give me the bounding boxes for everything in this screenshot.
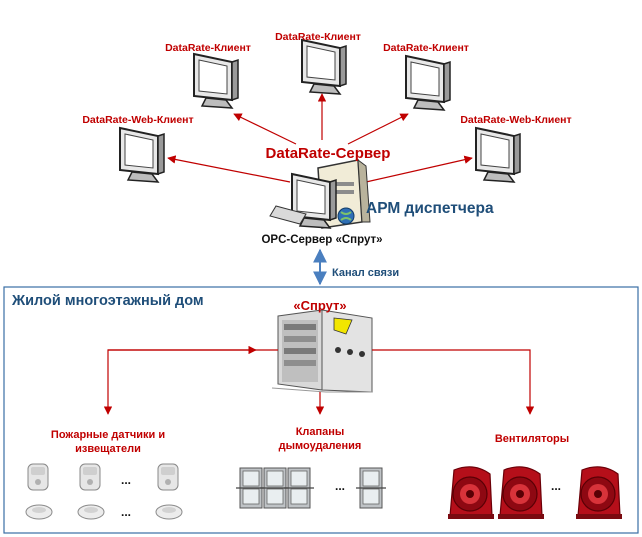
arrow-server-to-top-left xyxy=(233,113,297,145)
arrow-server-to-top-right xyxy=(347,113,409,145)
server-label: DataRate-Сервер xyxy=(266,145,391,162)
smoke-detector-icon xyxy=(157,463,179,491)
smoke-detector-icon xyxy=(27,463,49,491)
building-title: Жилой многоэтажный дом xyxy=(11,293,204,309)
smoke-detector-icon xyxy=(79,463,101,491)
fans-ellipsis: ... xyxy=(551,479,561,493)
workstation-label: АРМ диспетчера xyxy=(366,200,494,217)
sensors-ellipsis-bottom: ... xyxy=(121,505,131,519)
controller-label: «Спрут» xyxy=(293,298,346,313)
client-monitor-icon xyxy=(193,53,239,109)
fan-icon xyxy=(575,466,623,520)
smoke-valve-icon xyxy=(283,467,315,509)
fire-sensors-label-line1: Пожарные датчики и xyxy=(51,429,165,441)
arrow-server-to-web-right xyxy=(365,155,473,183)
client-label-top-center: DataRate-Клиент xyxy=(275,31,361,43)
valves-ellipsis: ... xyxy=(335,479,345,493)
fire-sensors-label-line2: извещатели xyxy=(75,443,141,455)
controller-cabinet-icon xyxy=(271,309,373,393)
fan-icon xyxy=(497,466,545,520)
arrow-server-to-web-left xyxy=(167,155,291,183)
fire-alarm-disc-icon xyxy=(77,504,105,520)
building-frame xyxy=(3,286,639,534)
web-client-label-left: DataRate-Web-Клиент xyxy=(82,114,193,126)
workstation-icon xyxy=(269,158,371,229)
arrow-sensors-line xyxy=(103,349,278,415)
client-monitor-icon xyxy=(301,39,347,95)
web-client-monitor-icon xyxy=(119,127,165,183)
client-label-top-right: DataRate-Клиент xyxy=(383,42,469,54)
web-client-monitor-icon xyxy=(475,127,521,183)
fire-alarm-disc-icon xyxy=(155,504,183,520)
client-monitor-icon xyxy=(405,55,451,111)
valves-label-line1: Клапаны xyxy=(296,426,345,438)
arrow-controller-to-fans xyxy=(372,349,535,415)
client-label-top-left: DataRate-Клиент xyxy=(165,42,251,54)
channel-label: Канал связи xyxy=(332,267,399,279)
fire-alarm-disc-icon xyxy=(25,504,53,520)
sensors-ellipsis-top: ... xyxy=(121,473,131,487)
fan-icon xyxy=(447,466,495,520)
fans-label: Вентиляторы xyxy=(495,433,569,445)
opc-server-label: OPC-Сервер «Спрут» xyxy=(261,234,382,246)
web-client-label-right: DataRate-Web-Клиент xyxy=(460,114,571,126)
smoke-valve-icon xyxy=(355,467,387,509)
valves-label-line2: дымоудаления xyxy=(279,440,362,452)
